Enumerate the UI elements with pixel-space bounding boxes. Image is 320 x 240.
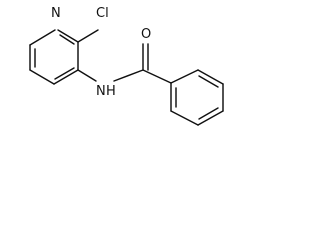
molecule-canvas: N Cl O N H bbox=[29, 6, 224, 126]
ring-bond-n1-c2 bbox=[57, 29, 79, 43]
ring-double-bond-inner-2 bbox=[54, 67, 75, 80]
carbonyl-to-ring-bond bbox=[142, 69, 172, 84]
nh-to-carbonyl-bond bbox=[113, 69, 144, 82]
ring-bond-c6-n1 bbox=[29, 29, 56, 46]
chlorine-label: Cl bbox=[96, 6, 109, 21]
benzene-double-bond-inner-3 bbox=[198, 107, 219, 120]
benzene-ring bbox=[170, 69, 224, 126]
chlorine-bond bbox=[77, 29, 99, 43]
amide-hydrogen-label: H bbox=[106, 84, 116, 99]
benzene-bond-4 bbox=[197, 110, 224, 126]
benzene-bond-2 bbox=[197, 69, 224, 85]
benzene-double-bond-inner-2 bbox=[198, 75, 219, 88]
oxygen-label: O bbox=[141, 27, 151, 42]
benzene-bond-1 bbox=[170, 69, 199, 84]
ring-nitrogen-label: N bbox=[51, 6, 61, 21]
ring-bond-c4-c5 bbox=[29, 69, 55, 85]
benzene-bond-5 bbox=[170, 110, 199, 126]
pyridine-ring bbox=[29, 29, 79, 85]
amide-nitrogen-label: N bbox=[96, 84, 106, 99]
amide-nitrogen-bond bbox=[77, 69, 97, 82]
ring-double-bond-inner-3 bbox=[59, 34, 75, 45]
ring-bond-c3-c4 bbox=[53, 69, 79, 85]
molecule-structure: N Cl O N H bbox=[29, 6, 224, 126]
